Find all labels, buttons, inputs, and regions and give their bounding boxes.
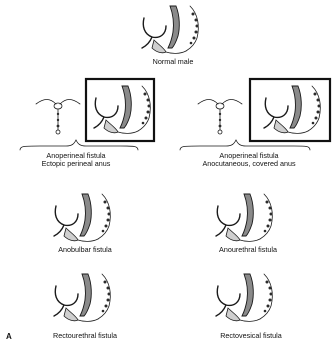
right-fistula-label-line2: Anocutaneous, covered anus <box>174 160 324 168</box>
right-detail-box <box>250 79 330 141</box>
anoperineal-fistula-right-illustration <box>264 86 321 133</box>
rectourethral-label: Rectourethral fistula <box>30 332 140 340</box>
anobulbar-fistula-illustration <box>54 194 111 241</box>
anourethral-fistula-illustration <box>216 194 273 241</box>
panel-letter: A <box>6 332 12 341</box>
anobulbar-label: Anobulbar fistula <box>40 246 130 254</box>
normal-male-illustration <box>142 6 199 53</box>
normal-male-label: Normal male <box>136 58 210 66</box>
rectourethral-fistula-illustration <box>54 274 111 321</box>
right-perineum-illustration <box>198 100 242 135</box>
anourethral-label: Anourethral fistula <box>200 246 296 254</box>
left-fistula-label-line2: Ectopic perineal anus <box>6 160 146 168</box>
rectovesical-fistula-illustration <box>216 274 273 321</box>
rectovesical-label: Rectovesical fistula <box>196 332 306 340</box>
left-perineum-illustration <box>36 100 80 135</box>
anoperineal-fistula-left-illustration <box>94 86 151 133</box>
